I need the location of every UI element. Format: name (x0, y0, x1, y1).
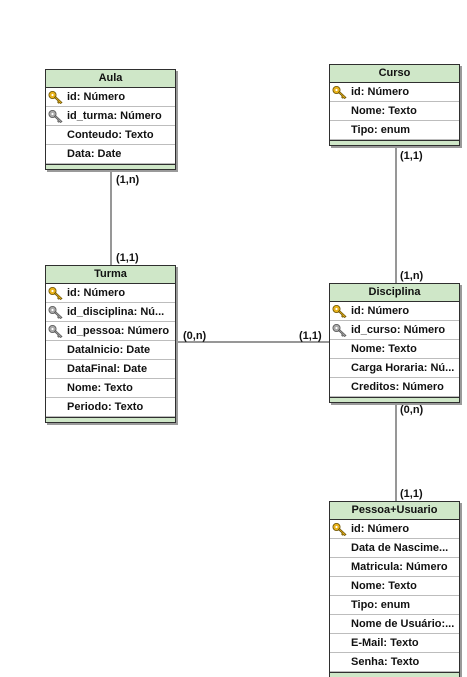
entity-title: Disciplina (330, 284, 459, 302)
attribute-text: id: Número (67, 287, 126, 299)
attribute-text: id: Número (351, 523, 410, 535)
attribute-text: Carga Horaria: Nú... (351, 362, 455, 374)
attribute-row[interactable]: Nome: Texto (330, 102, 459, 121)
primary-key-icon (332, 522, 348, 536)
entity-turma[interactable]: Turma id: Número id_disciplina: Nú... id_pe… (45, 265, 176, 423)
attribute-row[interactable]: DataFinal: Date (46, 360, 175, 379)
attribute-text: E-Mail: Texto (351, 637, 419, 649)
attribute-row[interactable]: id_pessoa: Número (46, 322, 175, 341)
attribute-row[interactable]: Nome de Usuário:... (330, 615, 459, 634)
cardinality-aula-side: (1,n) (116, 174, 140, 186)
attribute-row[interactable]: Periodo: Texto (46, 398, 175, 417)
attribute-text: id_disciplina: Nú... (67, 306, 165, 318)
foreign-key-icon (48, 305, 64, 319)
attribute-row[interactable]: DataInicio: Date (46, 341, 175, 360)
attribute-row[interactable]: Nome: Texto (46, 379, 175, 398)
attribute-text: Conteudo: Texto (67, 129, 154, 141)
entity-title: Curso (330, 65, 459, 83)
attribute-text: id_curso: Número (351, 324, 446, 336)
attribute-text: Matricula: Número (351, 561, 448, 573)
attribute-text: DataFinal: Date (67, 363, 148, 375)
attribute-row[interactable]: id_disciplina: Nú... (46, 303, 175, 322)
primary-key-icon (48, 286, 64, 300)
attribute-row[interactable]: id: Número (330, 302, 459, 321)
attribute-row[interactable]: Nome: Texto (330, 577, 459, 596)
attribute-row[interactable]: Creditos: Número (330, 378, 459, 397)
foreign-key-icon (48, 324, 64, 338)
foreign-key-icon (332, 323, 348, 337)
cardinality-turma-right: (0,n) (183, 330, 207, 342)
attribute-text: Tipo: enum (351, 599, 411, 611)
attribute-text: DataInicio: Date (67, 344, 151, 356)
attribute-row[interactable]: id_curso: Número (330, 321, 459, 340)
attribute-row[interactable]: Data: Date (46, 145, 175, 164)
cardinality-pessoa-top: (1,1) (400, 488, 423, 500)
attribute-text: Creditos: Número (351, 381, 444, 393)
attribute-text: Nome: Texto (351, 580, 417, 592)
attribute-text: Data de Nascime... (351, 542, 449, 554)
entity-footer (330, 672, 459, 677)
attribute-row[interactable]: id: Número (46, 88, 175, 107)
entity-footer (330, 140, 459, 145)
cardinality-curso-side: (1,1) (400, 150, 423, 162)
foreign-key-icon (48, 109, 64, 123)
attribute-text: id_pessoa: Número (67, 325, 170, 337)
attribute-text: Nome de Usuário:... (351, 618, 455, 630)
attribute-text: Nome: Texto (67, 382, 133, 394)
attribute-text: Nome: Texto (351, 343, 417, 355)
attribute-row[interactable]: Tipo: enum (330, 121, 459, 140)
attribute-text: Nome: Texto (351, 105, 417, 117)
primary-key-icon (48, 90, 64, 104)
attribute-row[interactable]: Senha: Texto (330, 653, 459, 672)
attribute-row[interactable]: Carga Horaria: Nú... (330, 359, 459, 378)
primary-key-icon (332, 85, 348, 99)
attribute-row[interactable]: Conteudo: Texto (46, 126, 175, 145)
entity-title: Turma (46, 266, 175, 284)
attribute-text: Periodo: Texto (67, 401, 144, 413)
attribute-row[interactable]: id: Número (330, 520, 459, 539)
attribute-row[interactable]: id: Número (46, 284, 175, 303)
attribute-row[interactable]: id_turma: Número (46, 107, 175, 126)
entity-title: Pessoa+Usuario (330, 502, 459, 520)
cardinality-disciplina-left: (1,1) (299, 330, 322, 342)
attribute-row[interactable]: Nome: Texto (330, 340, 459, 359)
attribute-text: Tipo: enum (351, 124, 411, 136)
attribute-row[interactable]: id: Número (330, 83, 459, 102)
attribute-text: id: Número (351, 86, 410, 98)
attribute-text: Senha: Texto (351, 656, 420, 668)
entity-footer (46, 164, 175, 169)
primary-key-icon (332, 304, 348, 318)
attribute-row[interactable]: Tipo: enum (330, 596, 459, 615)
entity-footer (46, 417, 175, 422)
attribute-text: id_turma: Número (67, 110, 162, 122)
attribute-row[interactable]: Data de Nascime... (330, 539, 459, 558)
attribute-text: id: Número (67, 91, 126, 103)
cardinality-disciplina-top: (1,n) (400, 270, 424, 282)
entity-title: Aula (46, 70, 175, 88)
entity-footer (330, 397, 459, 402)
cardinality-turma-top: (1,1) (116, 252, 139, 264)
attribute-row[interactable]: E-Mail: Texto (330, 634, 459, 653)
attribute-text: id: Número (351, 305, 410, 317)
attribute-text: Data: Date (67, 148, 122, 160)
cardinality-disciplina-bottom: (0,n) (400, 404, 424, 416)
attribute-row[interactable]: Matricula: Número (330, 558, 459, 577)
